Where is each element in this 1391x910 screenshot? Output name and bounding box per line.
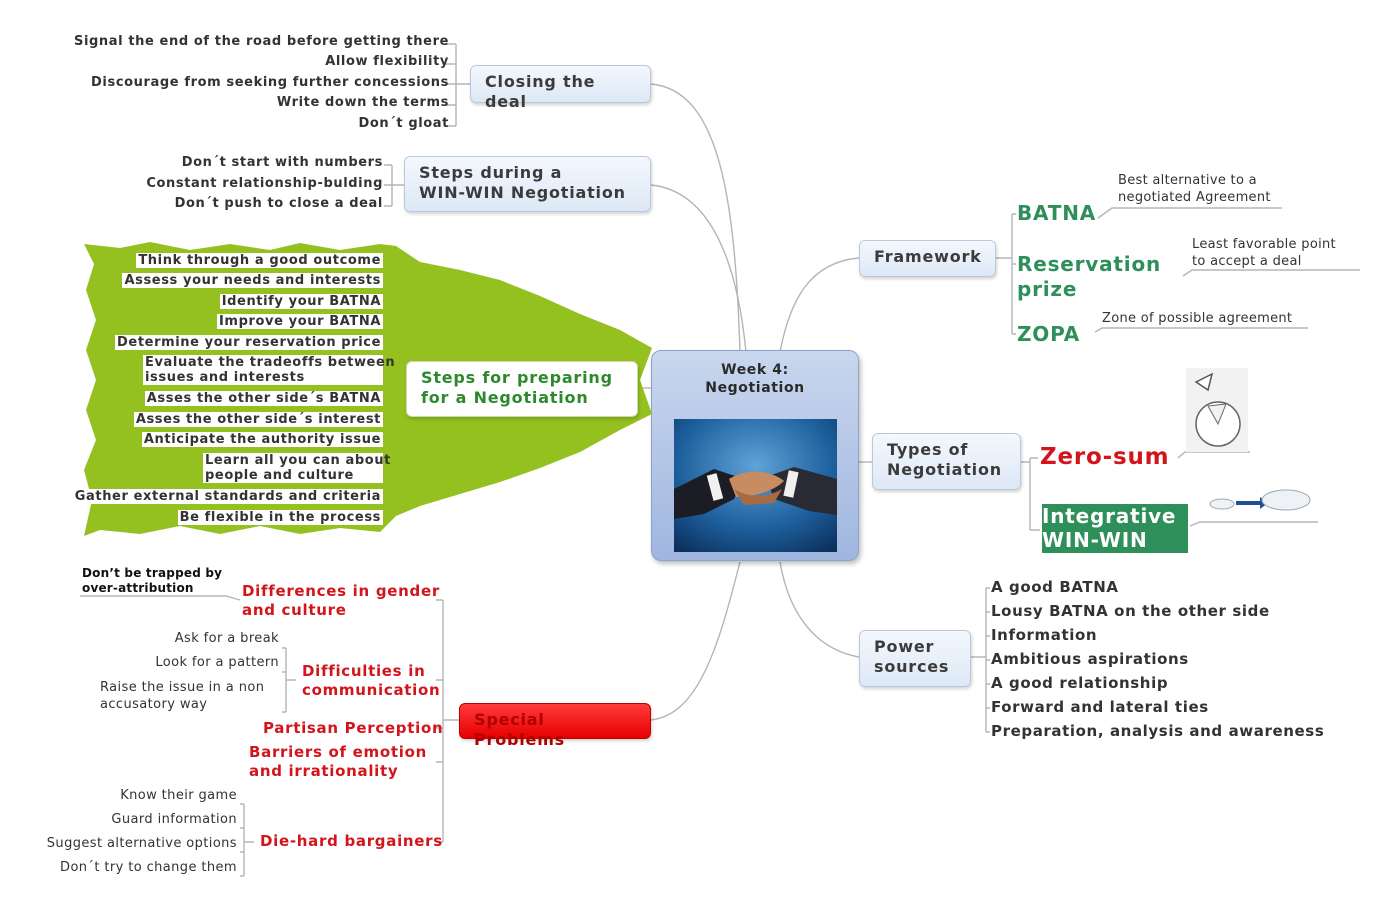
- closing-item: Signal the end of the road before gettin…: [74, 34, 449, 49]
- pie-slice-image: [1186, 368, 1248, 452]
- central-topic[interactable]: Week 4: Negotiation: [651, 350, 859, 561]
- preparing-item: Identify your BATNA: [219, 294, 383, 309]
- preparing-item: Learn all you can about people and cultu…: [203, 453, 391, 483]
- die-hard-subitem: Guard information: [111, 812, 237, 827]
- zopa-description: Zone of possible agreement: [1102, 311, 1293, 326]
- power-item: A good relationship: [991, 674, 1169, 692]
- preparing-item: Gather external standards and criteria: [72, 489, 383, 504]
- steps-during-item: Don´t push to close a deal: [174, 196, 383, 211]
- steps-during-item: Don´t start with numbers: [181, 155, 383, 170]
- communication-subitem: Ask for a break: [174, 631, 279, 646]
- zopa-label: ZOPA: [1017, 322, 1081, 346]
- communication-subitem: Raise the issue in a non accusatory way: [100, 680, 265, 712]
- preparing-item: Assess your needs and interests: [122, 273, 383, 288]
- preparing-item: Anticipate the authority issue: [141, 432, 383, 447]
- steps-during-item: Constant relationship-bulding: [146, 176, 383, 191]
- die-hard-subitem: Don´t try to change them: [60, 860, 237, 875]
- communication-subitem: Look for a pattern: [155, 655, 279, 670]
- power-item: Lousy BATNA on the other side: [991, 602, 1270, 620]
- framework-topic[interactable]: Framework: [859, 240, 996, 277]
- gender-note: Don’t be trapped by over-attribution: [82, 566, 223, 595]
- preparing-item: Think through a good outcome: [136, 253, 383, 268]
- closing-deal-topic[interactable]: Closing the deal: [470, 65, 651, 111]
- reservation-prize-label: Reservation prize: [1017, 252, 1162, 301]
- reservation-description: Least favorable point to accept a deal: [1192, 237, 1336, 269]
- communication-item: Difficulties in communication: [302, 662, 441, 699]
- special-problems-topic[interactable]: Special Problems: [459, 703, 651, 749]
- types-topic[interactable]: Types of Negotiation: [872, 433, 1021, 490]
- gender-culture-item: Differences in gender and culture: [242, 582, 440, 619]
- expanding-pie-image: [1209, 489, 1311, 511]
- preparing-item: Asses the other side´s interest: [133, 412, 383, 427]
- steps-preparing-topic[interactable]: Steps for preparing for a Negotiation: [406, 361, 638, 417]
- batna-label: BATNA: [1017, 201, 1097, 225]
- closing-item: Write down the terms: [276, 95, 449, 110]
- zero-sum-label: Zero-sum: [1040, 444, 1170, 470]
- preparing-item: Asses the other side´s BATNA: [144, 391, 383, 406]
- die-hard-item: Die-hard bargainers: [260, 832, 443, 850]
- power-item: Information: [991, 626, 1098, 644]
- power-item: A good BATNA: [991, 578, 1119, 596]
- central-title: Week 4: Negotiation: [705, 362, 805, 396]
- die-hard-subitem: Suggest alternative options: [46, 836, 237, 851]
- preparing-item: Be flexible in the process: [177, 510, 383, 525]
- power-item: Forward and lateral ties: [991, 698, 1209, 716]
- preparing-item: Determine your reservation price: [115, 335, 383, 350]
- die-hard-subitem: Know their game: [120, 788, 237, 803]
- preparing-item: Evaluate the tradeoffs between issues an…: [143, 355, 396, 385]
- closing-item: Discourage from seeking further concessi…: [91, 75, 449, 90]
- closing-item: Allow flexibility: [325, 54, 449, 69]
- steps-during-topic[interactable]: Steps during a WIN-WIN Negotiation: [404, 156, 651, 212]
- preparing-item: Improve your BATNA: [216, 314, 383, 329]
- partisan-perception-item: Partisan Perception: [263, 719, 444, 737]
- closing-item: Don´t gloat: [358, 116, 449, 131]
- batna-description: Best alternative to a negotiated Agreeme…: [1118, 173, 1271, 205]
- power-sources-topic[interactable]: Power sources: [859, 630, 971, 687]
- integrative-win-win-label: Integrative WIN-WIN: [1042, 504, 1188, 553]
- power-item: Preparation, analysis and awareness: [991, 722, 1325, 740]
- handshake-image: [674, 419, 837, 552]
- barriers-item: Barriers of emotion and irrationality: [249, 743, 427, 780]
- power-item: Ambitious aspirations: [991, 650, 1189, 668]
